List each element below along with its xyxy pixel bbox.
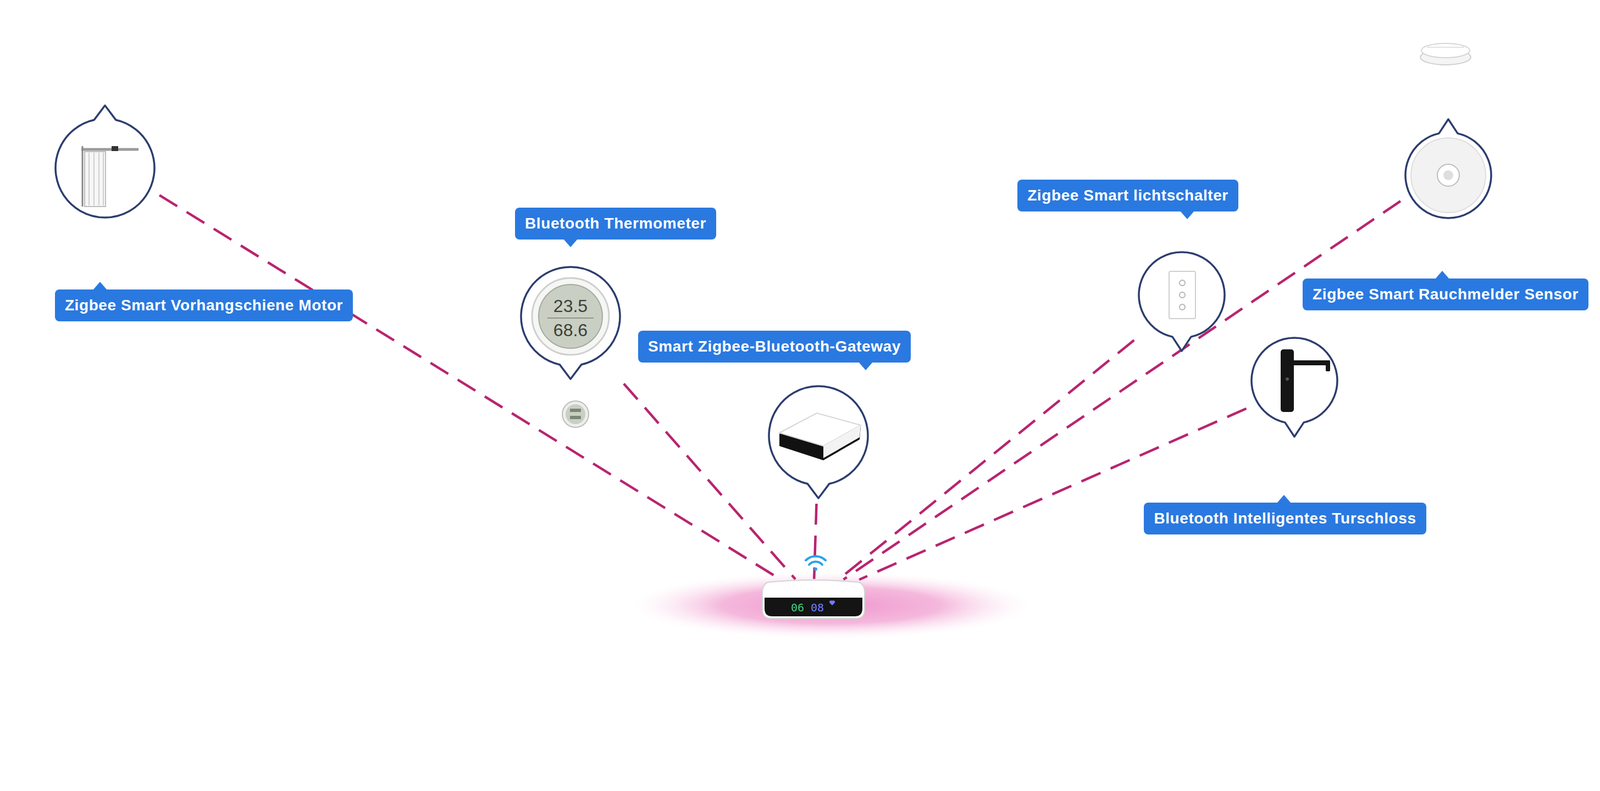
label-text: Smart Zigbee-Bluetooth-Gateway [648, 338, 901, 356]
hub-outline [762, 580, 865, 620]
bubble-outline [53, 103, 157, 220]
hub-device: 06 08 [762, 580, 865, 620]
label-text: Bluetooth Intelligentes Turschloss [1153, 510, 1416, 528]
dashed-link [859, 408, 1247, 580]
label-pointer [1435, 270, 1450, 280]
device-bubble: Smart Zigbee-Bluetooth-Gateway [766, 384, 871, 501]
label-tag: Bluetooth Intelligentes Turschloss [1143, 502, 1426, 535]
wifi-symbol [805, 556, 826, 572]
bubble-shape [1405, 119, 1492, 219]
label-tag: Bluetooth Thermometer [515, 207, 717, 240]
bubble-shape [768, 386, 868, 499]
wifi-dot [814, 567, 818, 572]
detector-top [1421, 43, 1470, 58]
thermometer-lcd [565, 404, 586, 425]
label-tag: Zigbee Smart Vorhangschiene Motor [54, 289, 353, 322]
dashed-link [838, 340, 1134, 580]
bubble-shape [1138, 252, 1225, 352]
small-thermometer [562, 401, 589, 428]
label-pointer [1276, 495, 1292, 504]
detector-ridge [1426, 46, 1465, 48]
label-pointer [1180, 211, 1195, 220]
label-tag: Zigbee Smart Rauchmelder Sensor [1302, 278, 1589, 311]
bubble-outline [1403, 117, 1494, 221]
display-digits: 08 [810, 601, 824, 614]
label-text: Bluetooth Thermometer [524, 214, 707, 232]
wifi-arc [809, 562, 823, 566]
display-digits: 06 [790, 601, 805, 614]
bubble-outline [1249, 335, 1340, 440]
bubble-shape [55, 105, 155, 218]
label-pointer [563, 239, 578, 248]
device-bubble: Zigbee Smart Vorhangschiene Motor [53, 103, 157, 220]
heart-icon [829, 600, 835, 606]
device-bubble: Bluetooth Thermometer [518, 264, 623, 382]
dashed-link [159, 195, 781, 580]
bubble-outline [518, 264, 623, 382]
dashed-link [623, 384, 796, 580]
label-tag: Zigbee Smart lichtschalter [1017, 179, 1239, 212]
label-pointer [858, 362, 873, 371]
hub-glow [633, 572, 1029, 639]
hub-display [764, 598, 863, 617]
bubble-shape [1251, 338, 1338, 437]
device-bubble: Zigbee Smart lichtschalter [1136, 250, 1227, 354]
lcd-digits [569, 408, 581, 413]
lcd-digits [569, 416, 581, 420]
label-text: Zigbee Smart Rauchmelder Sensor [1312, 285, 1579, 303]
label-text: Zigbee Smart Vorhangschiene Motor [64, 296, 343, 314]
bubble-outline [766, 384, 871, 501]
bubble-outline [1136, 250, 1227, 354]
label-tag: Smart Zigbee-Bluetooth-Gateway [638, 330, 911, 363]
wifi-arc [805, 556, 826, 561]
label-pointer [92, 281, 108, 291]
dashed-link [814, 504, 817, 580]
small-smoke-detector [1420, 43, 1471, 65]
thermometer-body [562, 401, 589, 428]
device-bubble: Zigbee Smart Rauchmelder Sensor [1403, 117, 1494, 221]
detector-base [1420, 49, 1471, 65]
hub-body [762, 580, 865, 619]
device-bubble: Bluetooth Intelligentes Turschloss [1249, 335, 1340, 440]
bubble-shape [521, 267, 620, 380]
label-text: Zigbee Smart lichtschalter [1027, 186, 1229, 204]
